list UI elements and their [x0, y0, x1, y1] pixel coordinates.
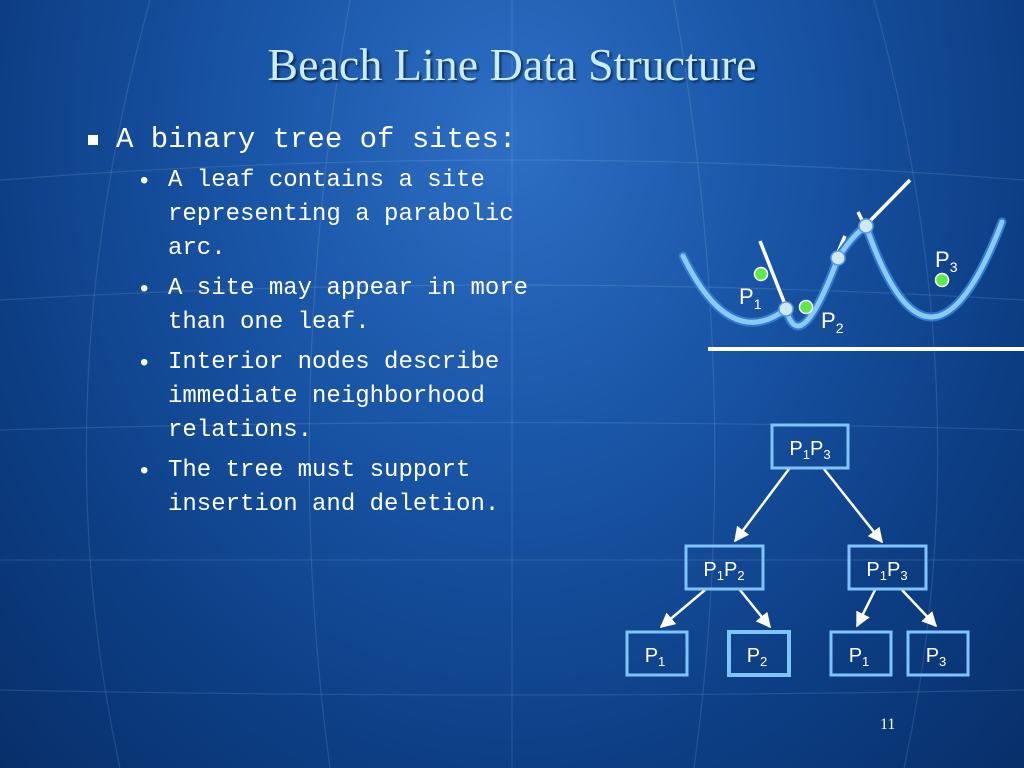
tree-leaf: P3 [906, 630, 970, 677]
site-p1 [753, 266, 769, 282]
square-bullet-icon [88, 135, 98, 145]
site-p3 [934, 272, 950, 288]
sub-bullet-text: A site may appear in more than one leaf. [168, 275, 529, 336]
breakpoints [778, 218, 874, 317]
sub-bullet-item: • Interior nodes describe immediate neig… [140, 346, 628, 448]
breakpoint [778, 301, 794, 317]
dot-bullet-icon: • [140, 349, 149, 376]
svg-text:P1: P1 [849, 645, 870, 669]
dot-bullet-icon: • [140, 275, 149, 302]
voronoi-edge [863, 178, 912, 228]
bullet-item: A binary tree of sites: [88, 122, 628, 158]
site-label-p1: P1 [739, 284, 762, 312]
svg-text:P3: P3 [926, 645, 947, 669]
slide-title: Beach Line Data Structure [267, 39, 757, 90]
arc-p1 [680, 253, 789, 325]
svg-text:P1P3: P1P3 [866, 559, 907, 583]
tree-node-left: P1P2 [684, 544, 765, 591]
arc-p2 [783, 255, 841, 329]
tree-edges [659, 468, 938, 629]
site-p2 [798, 299, 814, 315]
tree-leaf: P1 [829, 630, 893, 677]
dot-bullet-icon: • [140, 457, 149, 484]
bullet-text: A binary tree of sites: [116, 123, 517, 156]
voronoi-edge [758, 240, 788, 308]
breakpoint [830, 250, 846, 266]
svg-text:P1P3: P1P3 [789, 438, 830, 462]
arc-p3 [863, 219, 1005, 320]
tree-nodes: P1P3 P1P2 P1P3 P1 P2 P1 P3 [625, 423, 970, 677]
site-label-p2: P2 [821, 308, 844, 336]
tree-edge [823, 468, 883, 544]
tree-edge [659, 589, 706, 628]
svg-text:P1P2: P1P2 [703, 559, 744, 583]
sub-bullet-item: • A site may appear in more than one lea… [140, 272, 628, 340]
sub-bullet-text: Interior nodes describe immediate neighb… [168, 349, 500, 444]
breakpoint [858, 218, 874, 234]
svg-text:P2: P2 [747, 645, 768, 669]
sub-bullet-item: • A leaf contains a site representing a … [140, 164, 628, 266]
sub-bullet-list: • A leaf contains a site representing a … [140, 164, 628, 522]
svg-text:P1: P1 [645, 645, 666, 669]
sub-bullet-text: The tree must support insertion and dele… [168, 457, 500, 518]
tree-node-root: P1P3 [770, 423, 850, 470]
tree-edge [901, 589, 938, 628]
slide-number: 11 [880, 716, 896, 733]
sub-bullet-text: A leaf contains a site representing a pa… [168, 167, 514, 262]
tree-leaf: P2 [727, 630, 791, 677]
sites [753, 266, 950, 315]
site-label-p3: P3 [935, 247, 958, 275]
tree-edge [739, 589, 771, 629]
tree-edge [734, 468, 790, 543]
slide-content: A binary tree of sites: • A leaf contain… [88, 122, 628, 528]
tree-edge [855, 589, 877, 628]
sub-bullet-item: • The tree must support insertion and de… [140, 454, 628, 522]
dot-bullet-icon: • [140, 167, 149, 194]
tree-node-right: P1P3 [847, 544, 928, 591]
tree-leaf: P1 [625, 630, 689, 677]
voronoi-edges [758, 178, 912, 308]
